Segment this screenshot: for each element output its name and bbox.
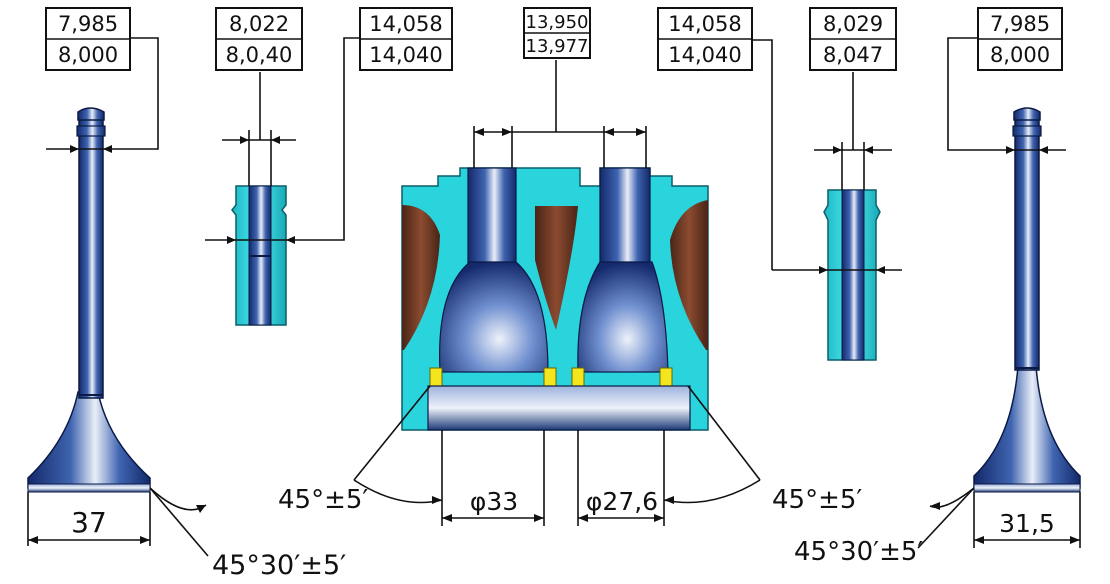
guide-b-inner-max: 8,047 [823,43,883,67]
seat-b-angle: 45°±5′ [772,485,862,515]
guide-a-outer-min: 14,040 [369,43,442,67]
guide-a [231,185,287,326]
port-center [535,206,578,330]
seat-bore-max: 13,977 [526,36,589,57]
seat-bore-min: 13,950 [526,12,589,33]
intake-stem-max: 7,985 [990,12,1050,36]
exhaust-face-angle: 45°30′±5′ [149,487,346,581]
exhaust-valve-face [27,483,151,493]
port-right [670,200,708,350]
exhaust-stem-max: 7,985 [58,12,118,36]
seat-a-dia: φ33 [470,487,518,516]
intake-valve-head [973,365,1081,489]
intake-face-angle-label: 45°30′±5′ [794,537,923,567]
seat-a-angle: 45°±5′ [278,485,368,515]
intake-head-dimension: 31,5 [973,492,1081,548]
seat-diameters: φ33 φ27,6 [441,430,665,526]
seat-insert-right-a [571,367,585,387]
intake-valve-groove [1012,125,1042,137]
cylinder-head-section [401,167,709,431]
seat-insert-left-a [429,367,443,387]
intake-valve-face [973,483,1081,493]
intake-valve-stem [1014,117,1040,371]
stem-left-section [467,167,517,279]
intake-head-dia: 31,5 [999,509,1055,538]
exhaust-valve-head [27,391,151,489]
intake-stem-min: 8,000 [990,43,1050,67]
guide-a-inner-dimension: 8,022 8,0,40 [215,7,303,186]
port-left [402,205,440,350]
exhaust-stem-dimension: 7,985 8,000 [45,7,159,153]
combustion-face [427,385,691,431]
exhaust-valve [27,107,151,493]
intake-valve-tip [1013,107,1041,121]
exhaust-valve-tip [77,107,105,121]
exhaust-stem-min: 8,000 [58,43,118,67]
exhaust-head-dimension: 37 [27,492,151,546]
intake-face-angle: 45°30′±5′ [794,487,975,567]
guide-a-outer-dimension: 14,058 14,040 [205,7,453,244]
guide-b-outer-dimension: 14,058 14,040 [657,7,902,274]
seat-insert-right-b [659,367,673,387]
intake-valve [973,107,1081,493]
guide-b [823,189,881,361]
guide-a-inner-min: 8,0,40 [226,43,293,67]
guide-b-outer-min: 14,040 [668,43,741,67]
exhaust-valve-groove [76,125,106,137]
exhaust-face-angle-label: 45°30′±5′ [212,550,346,581]
exhaust-head-dia: 37 [71,506,107,539]
guide-b-inner-min: 8,029 [823,12,883,36]
guide-b-inner-dimension: 8,029 8,047 [809,7,897,190]
valve-bulb-right [577,261,669,373]
seat-b-dia: φ27,6 [586,487,658,516]
stem-right-section [599,167,651,279]
guide-b-outer-max: 14,058 [668,12,741,36]
seat-insert-left-b [543,367,557,387]
seat-bore-dimension: 13,950 13,977 [473,7,647,168]
seat-angles: 45°±5′ 45°±5′ [278,385,862,515]
guide-a-inner-max: 8,022 [229,12,289,36]
exhaust-valve-stem [78,117,104,399]
guide-a-outer-max: 14,058 [369,12,442,36]
intake-stem-dimension: 7,985 8,000 [947,7,1066,154]
